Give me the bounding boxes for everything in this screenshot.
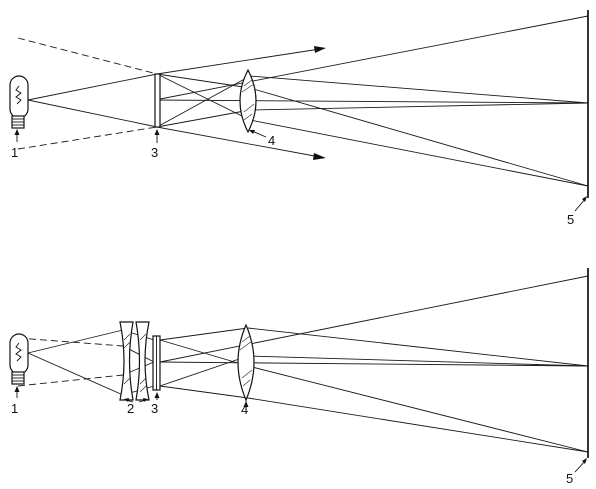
bottom-dashed-rays (17, 337, 124, 387)
label-condenser: 2 (127, 401, 134, 416)
projection-lens-icon (237, 323, 255, 402)
diagram-bottom: 1 2 3 4 5 (9, 268, 589, 486)
bottom-imaging-rays (159, 275, 589, 453)
top-illumination-rays (27, 48, 321, 158)
slide-icon (152, 335, 161, 391)
label-lens: 4 (268, 133, 275, 148)
top-callouts: 1 3 4 5 (11, 129, 587, 227)
label-lamp: 1 (11, 145, 18, 160)
bottom-illumination-rays (27, 329, 155, 396)
diagram-top: 1 3 4 5 (9, 10, 589, 227)
lamp-icon (9, 333, 29, 385)
slide-icon (154, 73, 161, 128)
ray-arrowhead-icon (313, 153, 326, 160)
top-imaging-rays (154, 15, 589, 187)
label-lens: 4 (241, 402, 248, 417)
bottom-callouts: 1 2 3 4 5 (11, 386, 587, 486)
projection-lens-icon (239, 68, 257, 134)
label-screen: 5 (566, 471, 573, 486)
label-slide: 3 (151, 145, 158, 160)
label-lamp: 1 (11, 401, 18, 416)
label-slide: 3 (151, 401, 158, 416)
label-screen: 5 (567, 212, 574, 227)
top-dashed-rays (17, 37, 158, 150)
condenser-lens-icon (119, 321, 150, 401)
lamp-icon (9, 75, 29, 129)
ray-arrowhead-icon (314, 46, 326, 53)
